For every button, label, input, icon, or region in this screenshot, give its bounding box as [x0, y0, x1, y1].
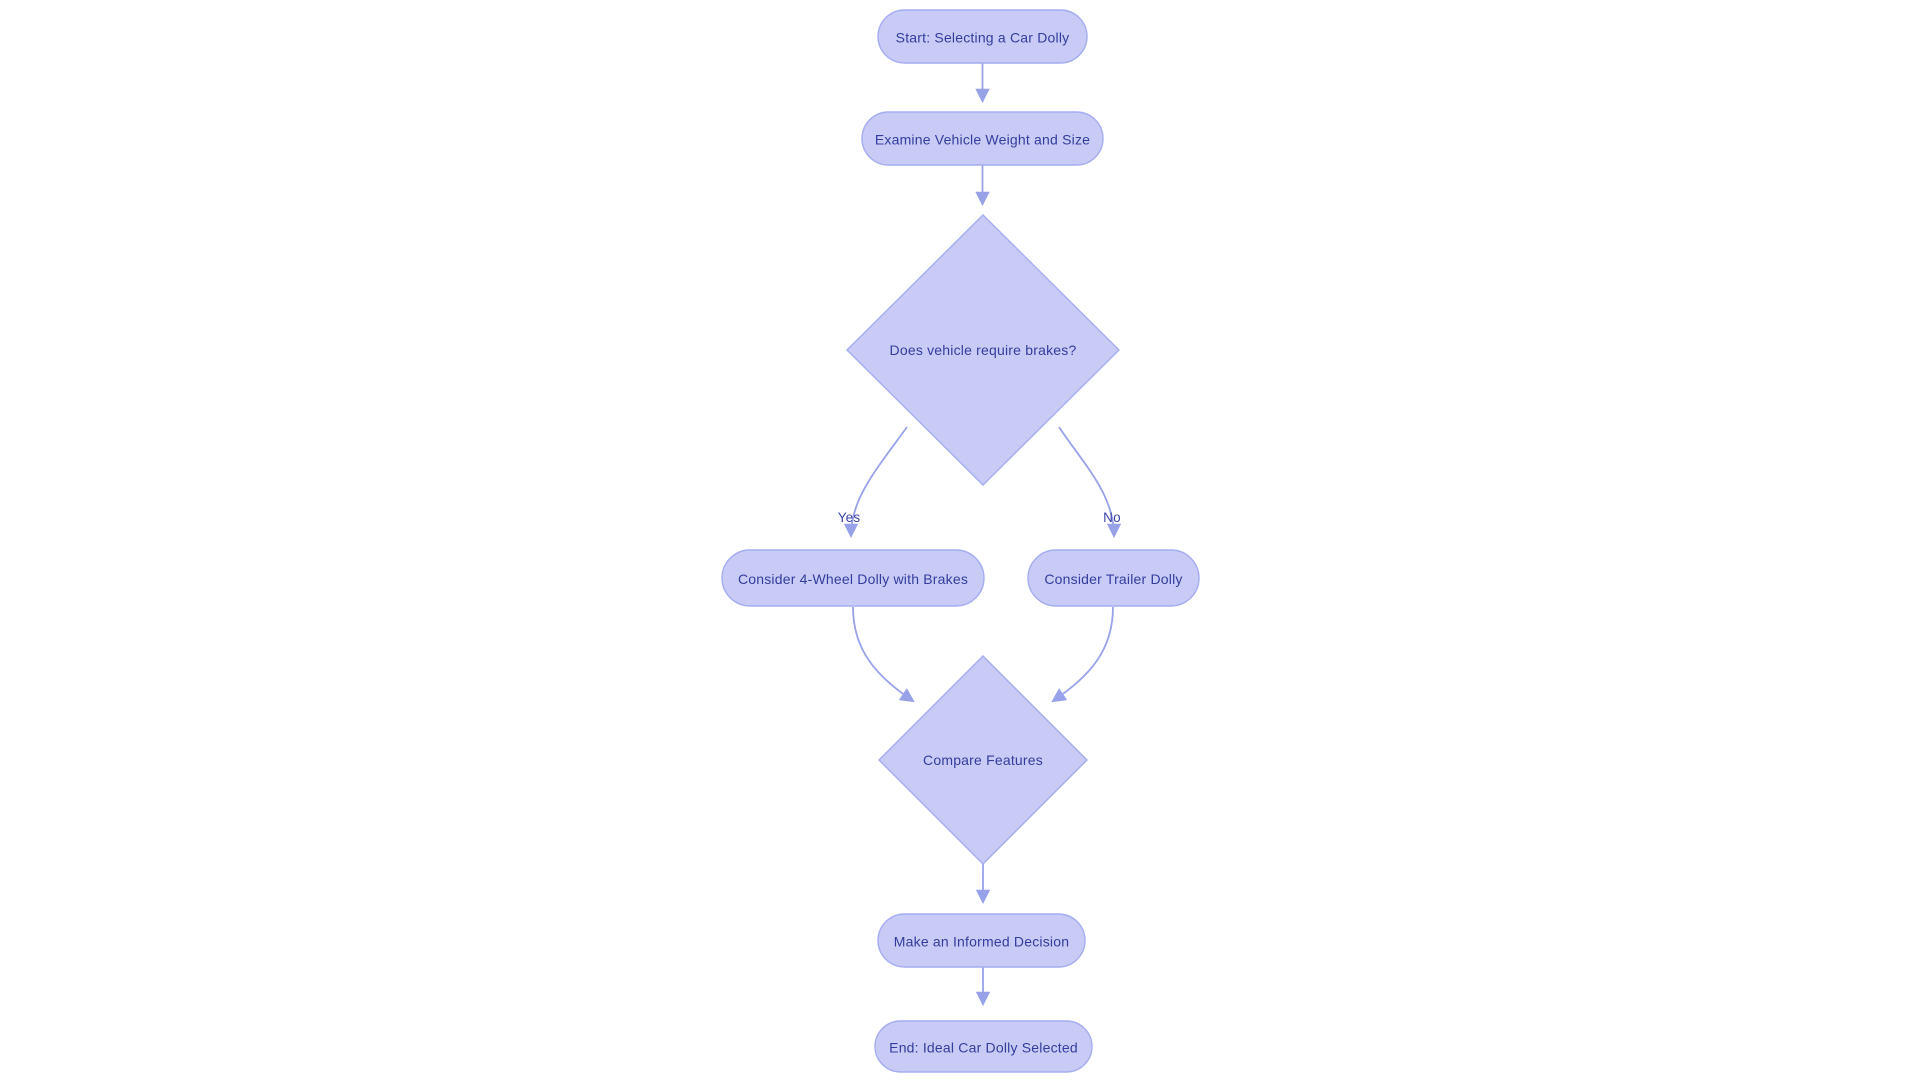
node-decide-shape	[877, 913, 1086, 968]
node-four-wheel-shape	[721, 549, 985, 607]
node-start-shape	[877, 9, 1088, 64]
node-brakes-decision-shape	[846, 214, 1120, 486]
node-examine-label: Examine Vehicle Weight and Size	[875, 132, 1090, 148]
node-examine: Examine Vehicle Weight and Size	[861, 111, 1104, 166]
node-four-wheel-label: Consider 4-Wheel Dolly with Brakes	[738, 571, 968, 587]
node-brakes-decision-label: Does vehicle require brakes?	[890, 342, 1077, 358]
node-examine-shape	[861, 111, 1104, 166]
node-decide-label: Make an Informed Decision	[894, 934, 1069, 950]
node-decide: Make an Informed Decision	[877, 913, 1086, 968]
node-compare: Compare Features	[878, 655, 1088, 865]
edge-trailer-to-compare	[1051, 606, 1114, 703]
edge-label-no: No	[1103, 510, 1121, 525]
node-brakes-decision: Does vehicle require brakes?	[846, 214, 1120, 486]
node-compare-label: Compare Features	[923, 752, 1043, 768]
edge-brakes-decision-to-trailer	[1058, 426, 1122, 539]
nodes: Start: Selecting a Car Dolly Examine Veh…	[721, 9, 1200, 1073]
node-trailer: Consider Trailer Dolly	[1027, 549, 1200, 607]
node-end: End: Ideal Car Dolly Selected	[874, 1020, 1093, 1073]
edge-four-wheel-to-compare	[852, 606, 915, 703]
node-end-label: End: Ideal Car Dolly Selected	[889, 1040, 1078, 1056]
node-end-shape	[874, 1020, 1093, 1073]
edge-label-yes: Yes	[838, 510, 861, 525]
node-trailer-label: Consider Trailer Dolly	[1044, 571, 1182, 587]
node-four-wheel: Consider 4-Wheel Dolly with Brakes	[721, 549, 985, 607]
edges	[843, 63, 1122, 1007]
node-start-label: Start: Selecting a Car Dolly	[896, 30, 1070, 46]
node-compare-shape	[878, 655, 1088, 865]
edge-labels: Yes No	[838, 510, 1121, 525]
node-trailer-shape	[1027, 549, 1200, 607]
edge-brakes-decision-to-four-wheel	[843, 426, 908, 539]
node-start: Start: Selecting a Car Dolly	[877, 9, 1088, 64]
